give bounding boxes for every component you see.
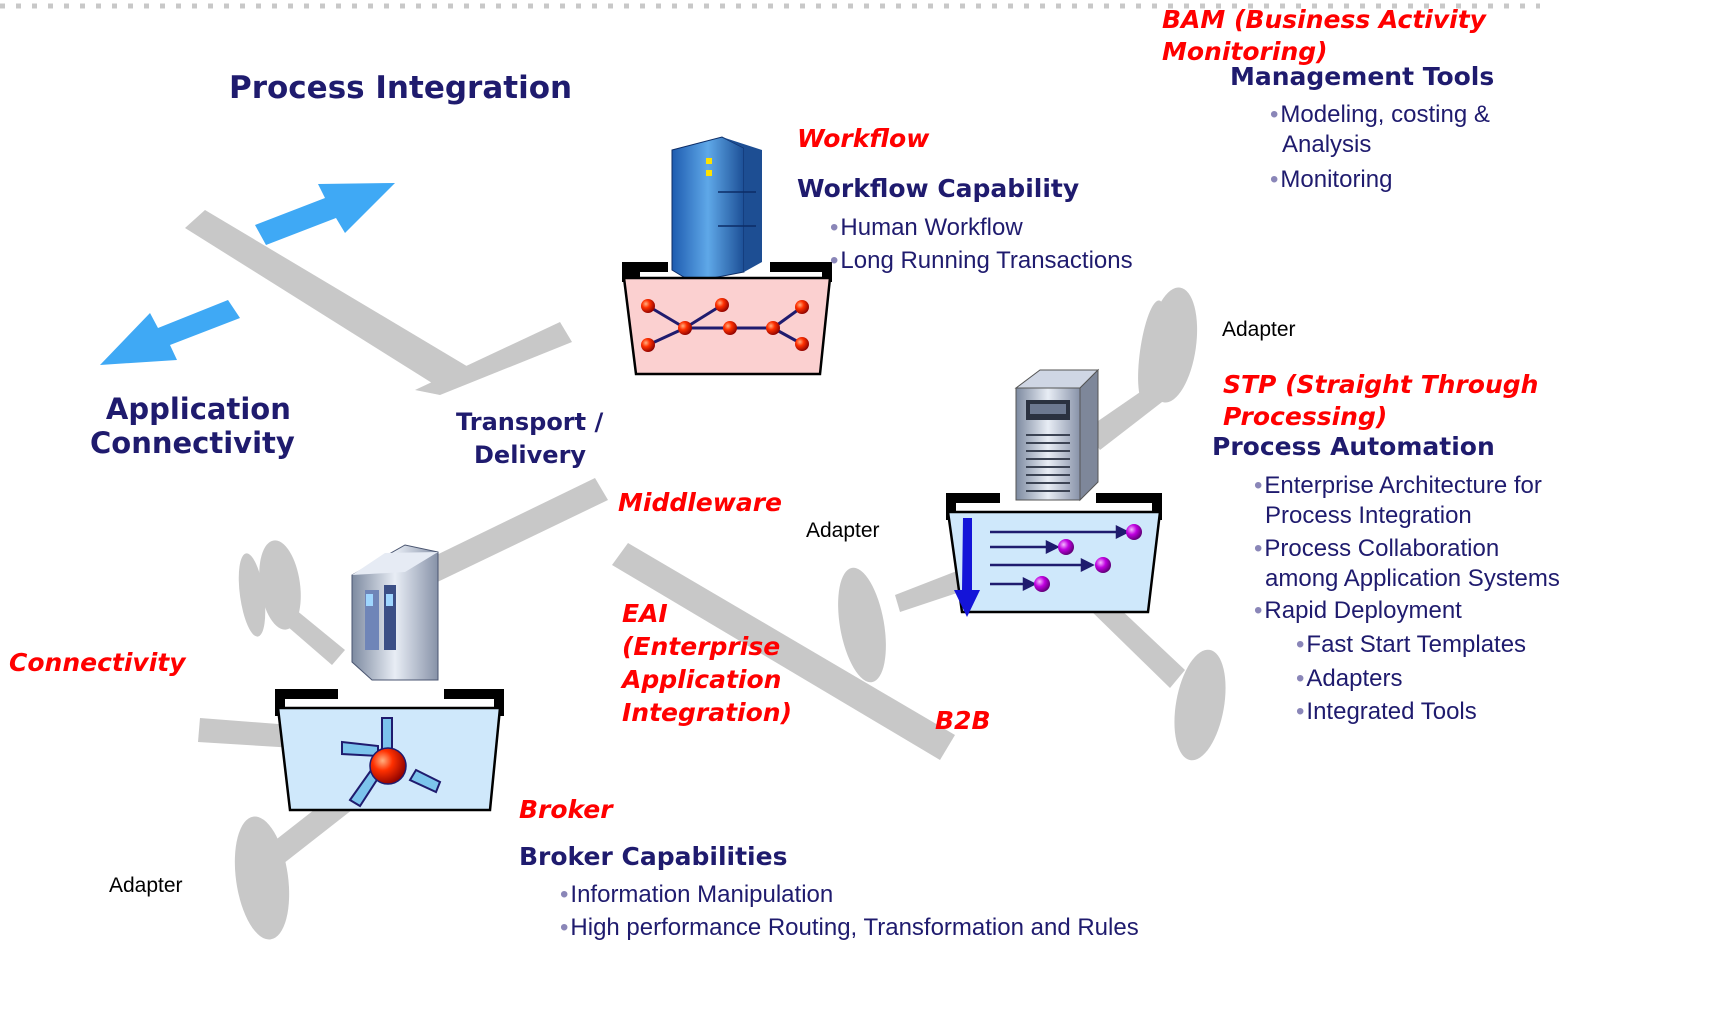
connectivity-label: Connectivity <box>9 648 186 677</box>
adapter-label-bottom-left: Adapter <box>109 874 183 897</box>
process-automation-item-cont: Process Integration <box>1265 502 1472 529</box>
broker-capabilities-item: High performance Routing, Transformation… <box>560 914 1138 942</box>
transport-delivery-label: Transport / Delivery <box>456 406 603 472</box>
eai-line2: (Enterprise <box>622 632 781 661</box>
adapter-plug-broker-left <box>259 540 301 630</box>
process-automation-subitem: Integrated Tools <box>1296 698 1476 726</box>
broker-label: Broker <box>519 795 613 824</box>
workflow-capability-heading: Workflow Capability <box>797 174 1080 203</box>
connector-workflow <box>415 322 572 395</box>
b2b-label: B2B <box>935 706 991 735</box>
management-tools-item: Modeling, costing & <box>1270 101 1489 129</box>
connector-b2b <box>612 543 955 760</box>
process-automation-server <box>1014 368 1100 502</box>
adapter-plug-bottom-left <box>234 816 290 940</box>
server-light-icon <box>706 170 712 176</box>
adapter-label-top-right: Adapter <box>1222 318 1296 341</box>
adapter-label-middle: Adapter <box>806 519 880 542</box>
stp-label: STP (Straight Through Processing) <box>1223 369 1538 433</box>
blue-arrow-down-left <box>100 300 240 365</box>
middleware-label: Middleware <box>618 488 783 517</box>
process-automation-item: Enterprise Architecture for <box>1254 472 1541 500</box>
eai-line1: EAI <box>622 599 668 628</box>
application-connectivity-title: Application Connectivity <box>90 392 295 460</box>
adapter-plug-top-right-rim <box>1138 300 1166 404</box>
transport-line2: Delivery <box>474 441 587 469</box>
connector-broker-up <box>385 478 608 600</box>
process-automation-item-cont: among Application Systems <box>1265 565 1560 592</box>
broker-box <box>275 689 504 812</box>
transport-line1: Transport / <box>456 408 604 436</box>
broker-capabilities-item: Information Manipulation <box>560 881 833 909</box>
connector-upper-left <box>185 210 470 388</box>
workflow-capability-item: Human Workflow <box>830 214 1022 242</box>
workflow-label: Workflow <box>797 124 930 153</box>
workflow-box <box>622 262 832 376</box>
process-automation-box <box>946 493 1162 617</box>
adapter-plug-broker-left-rim <box>238 553 266 637</box>
stp-line2: Processing) <box>1223 402 1388 431</box>
management-tools-item-cont: Analysis <box>1282 131 1372 158</box>
adapter-plug-bottom-right <box>1174 649 1226 761</box>
stp-line1: STP (Straight Through <box>1223 370 1539 399</box>
process-automation-item: Process Collaboration <box>1254 535 1499 563</box>
eai-line3: Application <box>622 665 782 694</box>
management-tools-item: Monitoring <box>1270 166 1392 194</box>
bam-label: BAM (Business Activity Monitoring) <box>1162 4 1486 68</box>
process-integration-title: Process Integration <box>229 70 573 106</box>
broker-capabilities-heading: Broker Capabilities <box>519 842 788 871</box>
management-tools-heading: Management Tools <box>1230 62 1495 91</box>
broker-server <box>351 544 439 681</box>
eai-line4: Integration) <box>622 698 793 727</box>
workflow-server <box>671 136 762 283</box>
process-automation-subitem: Adapters <box>1296 665 1402 693</box>
adapter-plug-middle <box>838 567 886 683</box>
connector-bottom-right-adapter <box>1085 590 1185 688</box>
bam-line2: Monitoring) <box>1162 37 1328 66</box>
application-connectivity-line1: Application <box>105 392 291 426</box>
workflow-capability-item: Long Running Transactions <box>830 247 1132 275</box>
process-automation-item: Rapid Deployment <box>1254 597 1461 625</box>
blue-arrow-up-right <box>255 183 395 245</box>
process-automation-heading: Process Automation <box>1212 432 1495 461</box>
application-connectivity-line2: Connectivity <box>90 426 295 460</box>
adapter-plugs <box>234 287 1226 940</box>
server-light-icon <box>706 158 712 164</box>
bam-line1: BAM (Business Activity <box>1162 5 1486 34</box>
eai-label: EAI (Enterprise Application Integration) <box>622 597 792 729</box>
process-automation-subitem: Fast Start Templates <box>1296 631 1526 659</box>
